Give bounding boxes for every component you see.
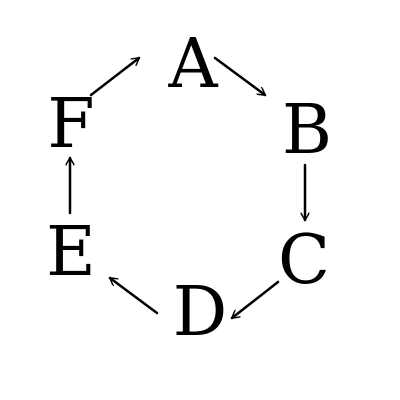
node-c: C (278, 221, 330, 300)
node-d: D (173, 273, 228, 352)
node-f: F (47, 85, 94, 164)
arrow-a-to-b (213, 56, 267, 97)
arrow-f-to-a (89, 56, 141, 97)
node-a: A (167, 25, 218, 104)
node-e: E (46, 213, 96, 292)
arrow-c-to-d (230, 280, 280, 320)
node-b: B (282, 91, 332, 170)
arrow-d-to-e (108, 276, 159, 315)
